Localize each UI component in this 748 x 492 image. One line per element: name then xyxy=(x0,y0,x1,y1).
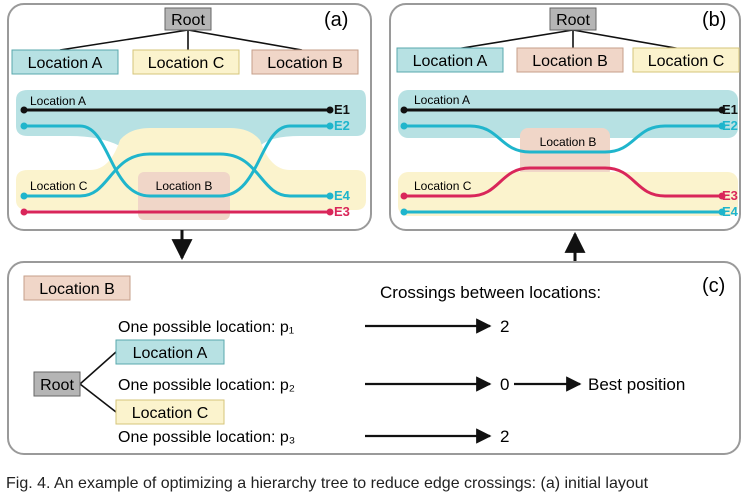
edge-e4-a xyxy=(24,152,330,198)
edge-label-e4-a: E4 xyxy=(334,188,351,203)
node-b-location-c-label: Location C xyxy=(648,53,725,70)
region-label-a-location-a: Location A xyxy=(30,94,86,108)
root-node-b xyxy=(549,7,597,31)
edge-label-e4-b: E4 xyxy=(722,204,739,219)
region-b-location-c-shape xyxy=(398,172,738,216)
new-node-location-b-label: Location B xyxy=(39,281,115,298)
figure-caption: Fig. 4. An example of optimizing a hiera… xyxy=(6,475,649,492)
root-label-a: Root xyxy=(171,12,205,29)
node-a-location-a-label: Location A xyxy=(28,55,103,72)
edge-label-e1-a: E1 xyxy=(334,102,350,117)
edge-e3-b xyxy=(404,166,722,198)
row-p2-text: One possible location: p₂ xyxy=(118,377,295,394)
node-b-location-b-label: Location B xyxy=(532,53,608,70)
edge-label-e2-a: E2 xyxy=(334,118,350,133)
best-position-label: Best position xyxy=(588,375,685,394)
node-b-location-c xyxy=(632,47,740,73)
node-a-location-c-label: Location C xyxy=(148,55,225,72)
region-label-a-location-b: Location B xyxy=(156,179,213,193)
edge-e2-a xyxy=(24,124,330,198)
row-p2-value: 0 xyxy=(500,375,509,394)
region-label-b-location-c: Location C xyxy=(414,179,472,193)
row-p3-value: 2 xyxy=(500,427,509,446)
row-p1-value: 2 xyxy=(500,317,509,336)
crossings-heading: Crossings between locations: xyxy=(380,283,601,302)
root-label-c: Root xyxy=(40,377,74,394)
node-c-location-a xyxy=(115,339,225,365)
region-label-b-location-a: Location A xyxy=(414,93,470,107)
node-a-location-b xyxy=(251,49,359,75)
panel-c-tag: (c) xyxy=(702,275,725,297)
panel-a-tag: (a) xyxy=(324,9,348,31)
node-c-location-c xyxy=(115,399,225,425)
node-a-location-a xyxy=(11,49,119,75)
edge-label-e3-b: E3 xyxy=(722,188,738,203)
root-node-a xyxy=(164,7,212,31)
tree-a: Root Location A Location C Location B xyxy=(11,7,359,75)
node-b-location-b xyxy=(516,47,624,73)
region-b-location-a-shape xyxy=(398,90,738,138)
node-c-location-c-label: Location C xyxy=(132,405,209,422)
edge-label-e1-b: E1 xyxy=(722,102,738,117)
edge-label-e3-a: E3 xyxy=(334,204,350,219)
row-p3-text: One possible location: p₃ xyxy=(118,429,295,446)
region-location-a-shape xyxy=(16,90,366,150)
new-node-location-b xyxy=(23,275,131,301)
panel-b: Root Location A Location B Location C Lo… xyxy=(389,3,741,231)
region-label-a-location-c: Location C xyxy=(30,179,88,193)
tree-b: Root Location A Location B Location C xyxy=(396,7,740,73)
node-b-location-a xyxy=(396,47,504,73)
row-p1-text: One possible location: p₁ xyxy=(118,319,294,336)
node-c-location-a-label: Location A xyxy=(133,345,208,362)
root-label-b: Root xyxy=(556,12,590,29)
panel-c: Location B Crossings between locations: … xyxy=(7,261,741,455)
root-node-c xyxy=(33,371,81,397)
node-b-location-a-label: Location A xyxy=(413,53,488,70)
region-location-c-shape xyxy=(16,128,366,210)
edge-label-e2-b: E2 xyxy=(722,118,738,133)
node-a-location-c xyxy=(132,49,240,75)
region-label-b-location-b: Location B xyxy=(540,135,597,149)
edge-e2-b xyxy=(404,124,722,154)
panel-b-tag: (b) xyxy=(702,9,726,31)
panel-a: Root Location A Location C Location B Lo… xyxy=(7,3,372,231)
node-a-location-b-label: Location B xyxy=(267,55,343,72)
